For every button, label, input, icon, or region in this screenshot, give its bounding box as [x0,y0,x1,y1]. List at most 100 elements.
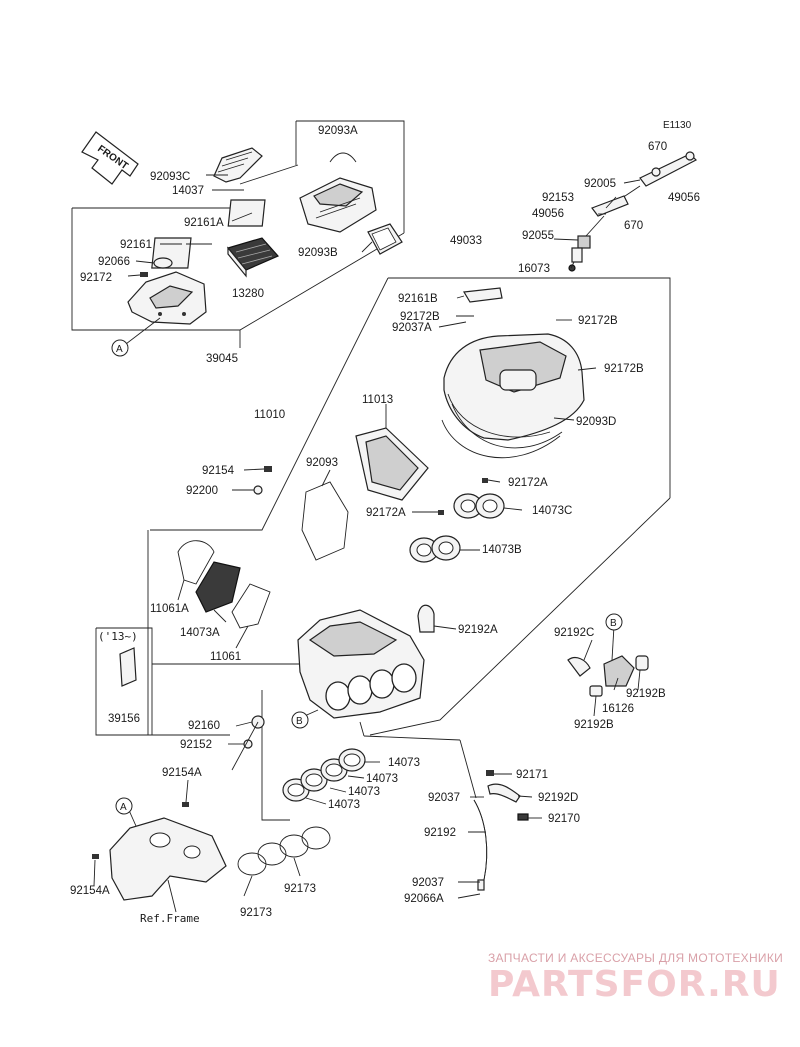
part-label: 14073 [366,773,398,785]
part-label: 92192A [458,624,498,636]
filter-pad-92161A-part [227,199,266,227]
part-labels: 92093A 92093C 14037 92161A 92161 92066 9… [70,125,700,925]
watermark-logo: PARTSFOR.RU [488,964,781,1005]
part-label: 92093A [318,125,358,137]
gasket-11061-part [231,583,271,629]
part-label: 92152 [180,739,212,751]
part-label: 92173 [284,883,316,895]
ring-set-14073-part [282,748,366,802]
diagram-code: E1130 [663,120,692,131]
frame-bracket-part [92,802,227,901]
clamp-set-92173-part [237,826,331,876]
lower-case-part [297,609,425,719]
part-label: 92161A [184,217,224,229]
part-label: 11010 [254,409,285,421]
front-arrow-icon: FRONT [81,131,139,185]
part-label: 14073C [532,505,572,517]
air-cleaner-cover-part [299,152,377,233]
part-label: 11013 [362,394,393,406]
funnel-14073C-part [453,478,505,519]
gasket-92093-part [301,481,349,561]
air-filter-lid-part [213,147,263,183]
part-label: 13280 [232,288,264,300]
part-label: 92037A [392,322,432,334]
part-label: 92160 [188,720,220,732]
callout-b-right: B [605,613,623,631]
part-label: 92172A [508,477,548,489]
part-label: 92192B [574,719,614,731]
svg-text:B: B [296,716,303,727]
part-label: 11061A [150,603,189,615]
part-label: 92055 [522,230,554,242]
part-label: 92066A [404,893,444,905]
part-label: 92192C [554,627,594,639]
bolt-92172-part [140,272,148,277]
bracket-92161B-part [463,287,503,303]
year-note: ('13~) [98,630,138,643]
part-label: 92172B [578,315,618,327]
part-label: 14073 [328,799,360,811]
part-label: 92172 [80,272,112,284]
washer-92154-part [253,466,272,495]
part-label: 92161B [398,293,438,305]
seal-11061A-part [177,540,215,585]
leader-lines [93,164,641,913]
callout-a-bottom: A [115,797,133,815]
part-label: 14073B [482,544,522,556]
part-label: 92154A [70,885,110,897]
part-label: 92093 [306,457,338,469]
part-label: 92154 [202,465,235,477]
part-label: 92171 [516,769,548,781]
part-label: 92093B [298,247,338,259]
part-label: 11061 [210,651,241,663]
group-frames [71,120,671,821]
part-label: 92192 [424,827,456,839]
part-label: 92172B [400,311,440,323]
part-label: 92037 [412,877,444,889]
ref-frame-label: Ref.Frame [140,912,200,925]
watermark-subtitle: ЗАПЧАСТИ И АКСЕССУАРЫ ДЛЯ МОТОТЕХНИКИ [488,951,783,965]
svg-text:B: B [610,618,617,629]
part-label: 92200 [186,485,218,497]
upper-case-11010-part [443,333,585,449]
air-cleaner-case-39045-part [127,271,207,325]
part-label: 670 [624,220,643,232]
svg-text:A: A [116,344,123,355]
part-label: 670 [648,141,667,153]
seal-92093B-part [367,223,403,255]
part-label: 49056 [532,208,564,220]
part-label: 92192B [626,688,666,700]
sticker-39156-part [119,647,137,687]
hose-92192A-part [417,604,435,633]
funnel-14073B-part [409,510,461,563]
part-label: 49056 [668,192,700,204]
callout-b-left: B [291,711,309,729]
callout-a-top: A [111,339,129,357]
pipe-assembly-670-part [585,151,698,237]
part-label: 16073 [518,263,550,275]
part-label: 92173 [240,907,272,919]
cap-92066-part [153,257,173,269]
filter-11013-part [355,427,429,501]
part-label: 14073A [180,627,220,639]
part-label: 92154A [162,767,202,779]
part-label: 14073 [388,757,420,769]
part-label: 92037 [428,792,460,804]
seal-92093D-part [441,419,561,459]
part-label: 92170 [548,813,580,825]
part-label: 92172A [366,507,406,519]
part-label: 14073 [348,786,380,798]
svg-text:A: A [120,802,127,813]
part-label: 92093C [150,171,190,183]
breather-hose-part [473,770,529,891]
part-label: 49033 [450,235,482,247]
part-label: 14037 [172,185,204,197]
cover-14073A-part [195,561,241,613]
part-label: 92093D [576,416,616,428]
part-label: 92172B [604,363,644,375]
part-label: 92005 [584,178,616,190]
part-label: 39045 [206,353,238,365]
part-label: 16126 [602,703,634,715]
